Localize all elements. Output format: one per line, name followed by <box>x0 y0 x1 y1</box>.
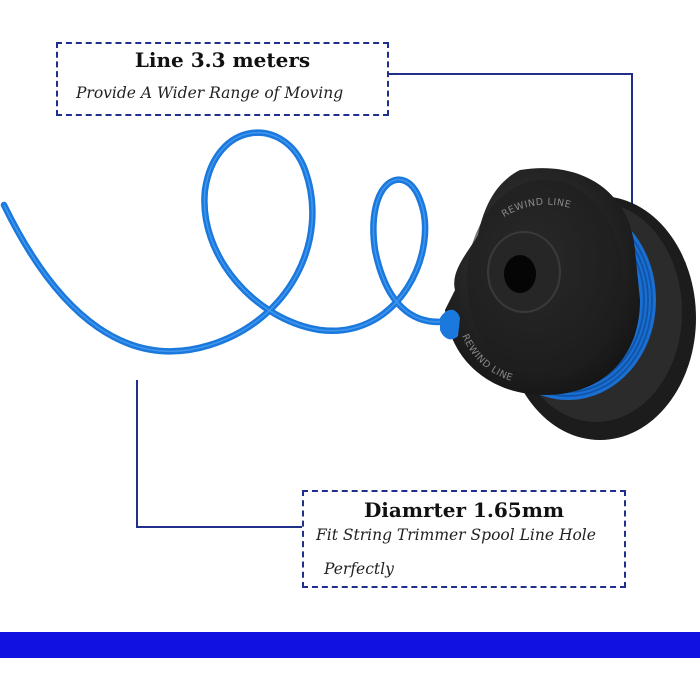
spool-center-hole <box>504 255 536 293</box>
trimmer-line-highlight <box>3 131 456 353</box>
length-callout-title: Line 3.3 meters <box>134 48 311 72</box>
diameter-callout-title: Diamrter 1.65mm <box>363 498 565 522</box>
diameter-callout-line2: Perfectly <box>324 560 394 578</box>
leader-lines <box>136 73 633 528</box>
length-callout: Line 3.3 meters Provide A Wider Range of… <box>56 42 389 116</box>
diameter-callout: Diamrter 1.65mm Fit String Trimmer Spool… <box>302 490 626 588</box>
length-callout-subtitle: Provide A Wider Range of Moving <box>76 84 344 102</box>
bottom-leader-line <box>136 380 302 528</box>
trimmer-line <box>0 129 459 355</box>
spool: REWIND LINE REWIND LINE <box>440 168 696 440</box>
bottom-color-band <box>0 632 700 658</box>
diameter-callout-line1: Fit String Trimmer Spool Line Hole <box>316 526 596 544</box>
top-leader-line <box>389 73 633 250</box>
